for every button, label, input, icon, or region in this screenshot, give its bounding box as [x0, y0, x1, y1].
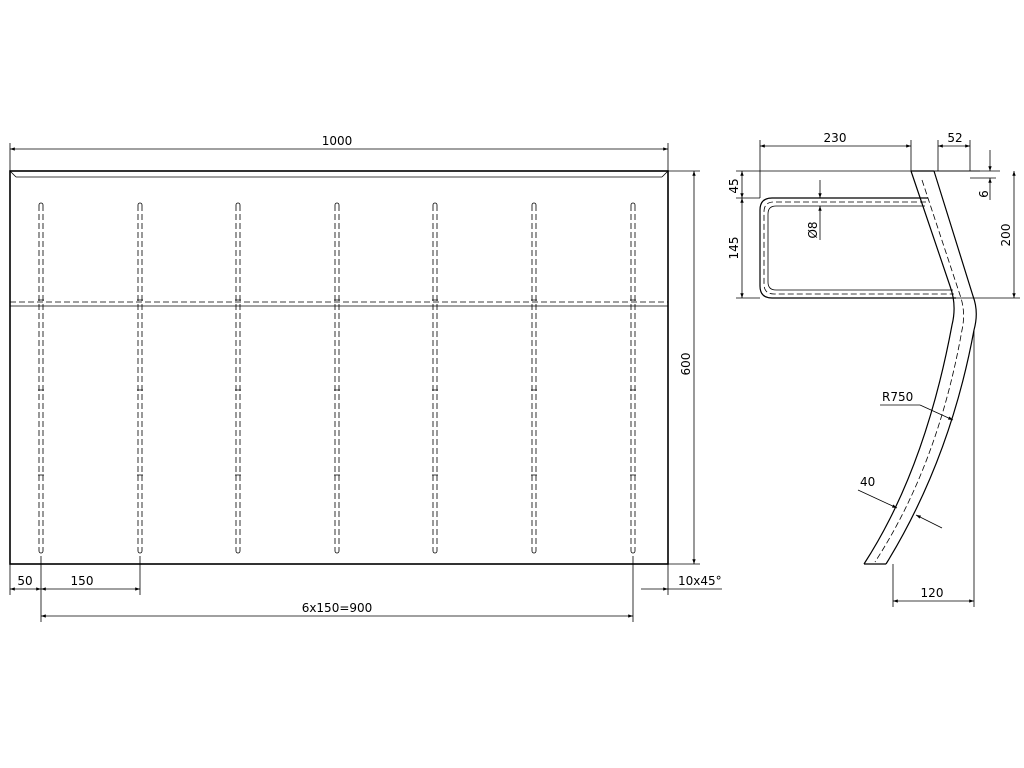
- dim-top-width-label: 230: [824, 131, 847, 145]
- dim-bend-height: 200: [956, 171, 1020, 299]
- front-view: 1000 600 50 150 6x150=900: [9, 134, 722, 622]
- rod-7: [630, 202, 636, 554]
- dim-rod-height: 145: [727, 198, 760, 299]
- dim-edge-label: 50: [17, 574, 32, 588]
- dim-top-step-label: 45: [727, 178, 741, 193]
- dim-bottom-chain: 50 150 6x150=900 10x45°: [9, 556, 722, 622]
- dim-bottom-label: 120: [921, 586, 944, 600]
- rod-2: [137, 202, 143, 554]
- side-view: 230 52 45 145 Ø8: [727, 131, 1020, 607]
- dim-bend-height-label: 200: [999, 224, 1013, 247]
- dim-width: 1000: [9, 134, 669, 171]
- plate-inner: [885, 170, 977, 565]
- dim-thickness: 40: [857, 475, 943, 529]
- plate-outer: [863, 170, 955, 565]
- dim-lip: 6: [970, 150, 996, 200]
- rod-path: [874, 179, 964, 563]
- dim-pitch-label: 150: [71, 574, 94, 588]
- rod-3: [235, 202, 241, 554]
- dim-bottom: 120: [892, 330, 975, 607]
- dim-thickness-label: 40: [860, 475, 875, 489]
- dim-top-step: 45: [727, 171, 760, 199]
- dim-rod-dia-label: Ø8: [806, 221, 820, 238]
- dim-radius: R750: [880, 390, 954, 421]
- dim-rod-height-label: 145: [727, 237, 741, 260]
- panel-outline: [9, 170, 669, 565]
- rod-5: [432, 202, 438, 554]
- dim-top-offset: 52: [937, 131, 971, 171]
- rod-6: [531, 202, 537, 554]
- dim-chamfer-label: 10x45°: [678, 574, 722, 588]
- dim-radius-label: R750: [882, 390, 913, 404]
- dim-height: 600: [668, 170, 700, 565]
- reinforcement-rods: [38, 202, 636, 554]
- rod-4: [334, 202, 340, 554]
- dim-rod-dia: Ø8: [806, 180, 822, 240]
- dim-height-label: 600: [679, 353, 693, 376]
- dim-top-width: 230: [759, 131, 912, 198]
- u-rod-inner: [767, 205, 953, 291]
- rod-1: [38, 202, 44, 554]
- dim-lip-label: 6: [977, 190, 991, 198]
- u-rod-outer: [759, 197, 956, 299]
- dim-width-label: 1000: [322, 134, 353, 148]
- dim-top-offset-label: 52: [947, 131, 962, 145]
- dim-total-pitch-label: 6x150=900: [302, 601, 373, 615]
